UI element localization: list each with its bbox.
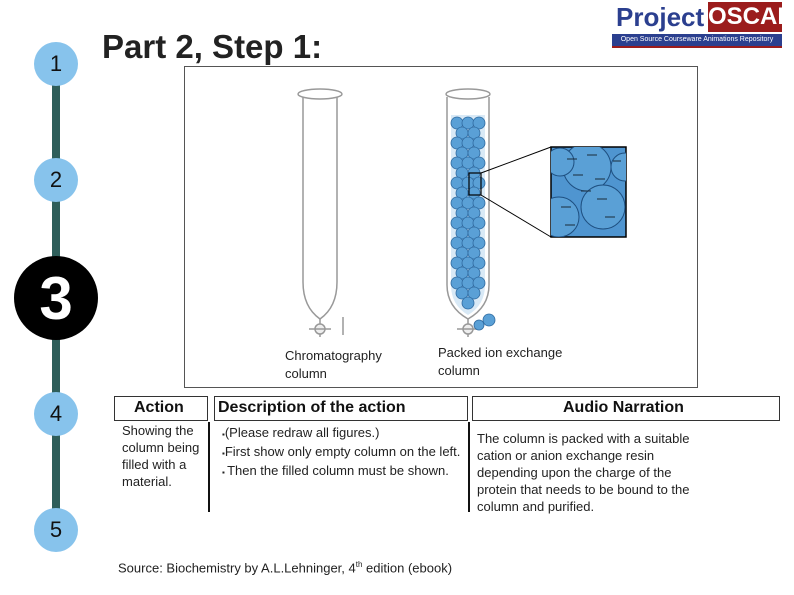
resin-bead xyxy=(472,236,486,250)
resin-bead xyxy=(467,246,481,260)
resin-bead xyxy=(467,146,481,160)
step-5-button[interactable]: 5 xyxy=(34,508,78,552)
page-title: Part 2, Step 1: xyxy=(102,28,323,65)
logo-word-oscar: OSCAR xyxy=(708,2,794,32)
header-box-action xyxy=(114,396,208,421)
header-audio-narration: Audio Narration xyxy=(563,399,684,416)
resin-bead xyxy=(467,266,481,280)
step-1-button[interactable]: 1 xyxy=(34,42,78,86)
audio-narration-cell: The column is packed with a suitable cat… xyxy=(477,431,690,514)
column-divider-2 xyxy=(468,422,470,512)
header-box-audio xyxy=(472,396,780,421)
step-2-button[interactable]: 2 xyxy=(34,158,78,202)
resin-bead xyxy=(467,206,481,220)
resin-bead xyxy=(472,116,486,130)
description-cell: ▪(Please redraw all figures.) ▪First sho… xyxy=(222,424,462,481)
header-action: Action xyxy=(134,399,184,416)
caption-chromatography-column: Chromatography column xyxy=(285,348,382,381)
columns-illustration xyxy=(297,88,627,337)
logo-word-project: Project xyxy=(616,2,705,32)
resin-bead xyxy=(472,256,486,270)
resin-bead xyxy=(467,186,481,200)
packed-column xyxy=(445,88,496,337)
resin-bead xyxy=(467,226,481,240)
caption-packed-column: Packed ion exchange column xyxy=(438,345,563,378)
header-box-description xyxy=(214,396,468,421)
resin-bead xyxy=(472,276,486,290)
resin-bead xyxy=(472,196,486,210)
description-line-3: ▪ Then the filled column must be shown. xyxy=(222,463,449,478)
action-cell: Showing the column being filled with a m… xyxy=(122,423,200,489)
step-4-button[interactable]: 4 xyxy=(34,392,78,436)
header-description: Description of the action xyxy=(218,399,406,416)
resin-bead xyxy=(461,296,475,310)
resin-beads xyxy=(450,116,486,310)
resin-bead xyxy=(467,126,481,140)
column-divider-1 xyxy=(208,422,210,512)
resin-bead xyxy=(467,286,481,300)
figure-panel: Chromatography column Packed ion exchang… xyxy=(184,66,698,388)
zoomed-inset xyxy=(550,146,627,238)
description-line-2: ▪First show only empty column on the lef… xyxy=(222,444,461,459)
step-3-button-active[interactable]: 3 xyxy=(14,256,98,340)
empty-column xyxy=(297,88,344,337)
resin-bead xyxy=(472,156,486,170)
description-line-1: ▪(Please redraw all figures.) xyxy=(222,425,380,440)
zoom-indicator xyxy=(468,146,552,238)
project-oscar-logo: Project OSCAR Open Source Courseware Ani… xyxy=(612,2,794,48)
source-citation: Source: Biochemistry by A.L.Lehninger, 4… xyxy=(118,560,453,576)
resin-bead xyxy=(472,136,486,150)
resin-bead xyxy=(472,216,486,230)
logo-tagline: Open Source Courseware Animations Reposi… xyxy=(612,34,782,46)
resin-bead xyxy=(472,176,486,190)
